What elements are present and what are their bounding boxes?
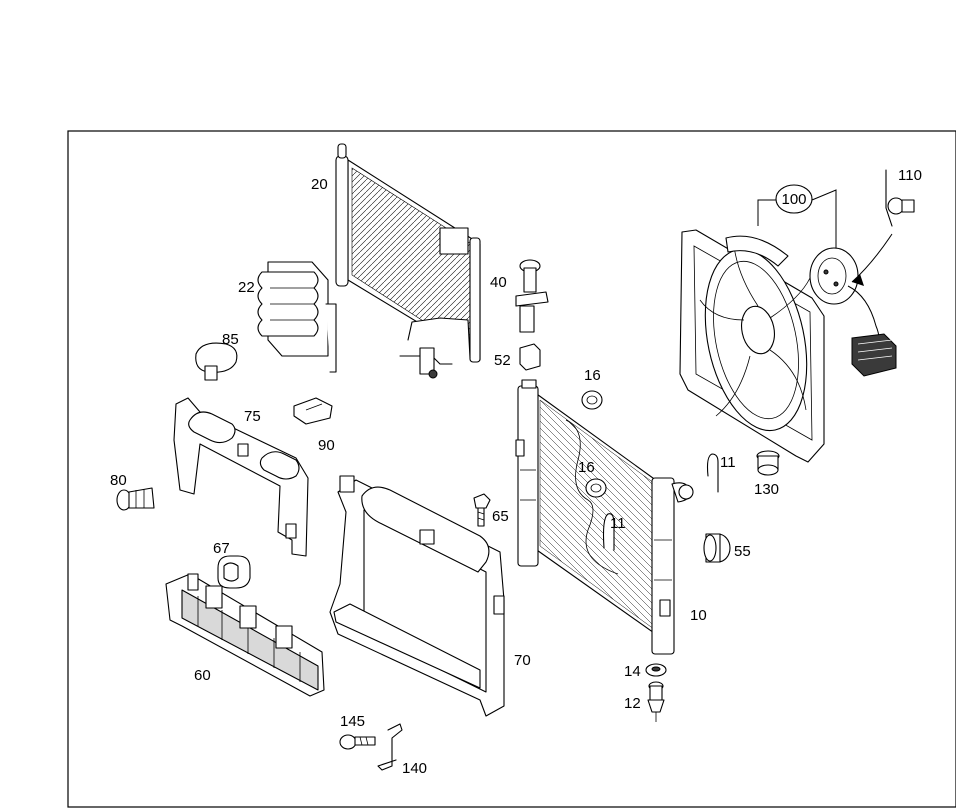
grommet-part-130[interactable] [756,450,780,476]
bolt-part-65[interactable] [473,493,491,527]
leader-100 [757,199,776,226]
clip-part-67[interactable] [217,555,251,589]
callout-140: 140 [402,760,427,777]
bracket-part-90[interactable] [293,397,333,425]
callout-130: 130 [754,481,779,498]
connector-part-52[interactable] [519,343,541,371]
grommet-part-16-a[interactable] [581,390,603,410]
callout-65: 65 [492,508,509,525]
condenser-part-20[interactable] [335,143,481,379]
callout-100-circle: 100 [775,184,813,214]
callout-16-b: 16 [578,459,595,476]
callout-11-a: 11 [610,515,626,532]
callout-80: 80 [110,472,127,489]
callout-10: 10 [690,607,707,624]
callout-12: 12 [624,695,641,712]
diagram-frame [67,130,956,808]
callout-52: 52 [494,352,511,369]
air-guide-part-75[interactable] [173,397,309,557]
clip-part-80[interactable] [116,487,155,511]
callout-14: 14 [624,663,641,680]
callout-85: 85 [222,331,239,348]
callout-145: 145 [340,713,365,730]
callout-16-a: 16 [584,367,601,384]
leader-100-b [811,189,837,248]
callout-55: 55 [734,543,751,560]
callout-11-b: 11 [720,454,736,471]
callout-90: 90 [318,437,335,454]
oil-cooler-part-22[interactable] [257,261,337,373]
callout-67: 67 [213,540,230,557]
callout-22: 22 [238,279,255,296]
callout-labels: 10 11 11 12 14 16 16 20 22 40 52 55 60 6… [110,167,922,777]
air-duct-part-60[interactable] [165,573,325,697]
radiator-frame-part-70[interactable] [329,475,505,717]
bolt-part-145[interactable] [339,734,376,750]
screw-part-110[interactable] [885,169,915,227]
bracket-part-140[interactable] [377,723,403,771]
washer-part-14[interactable] [645,663,667,677]
callout-75: 75 [244,408,261,425]
callout-100: 100 [781,191,806,208]
sensor-part-40[interactable] [515,259,549,333]
mount-part-55[interactable] [703,533,731,563]
spring-clip-part-11-b[interactable] [706,453,719,493]
drain-plug-part-12[interactable] [647,681,665,722]
callout-110: 110 [898,167,922,184]
callout-20: 20 [311,176,328,193]
callout-70: 70 [514,652,531,669]
fan-assembly-part-100[interactable] [679,229,897,463]
bracket-part-85[interactable] [195,342,238,381]
radiator-part-10[interactable] [515,379,694,655]
callout-40: 40 [490,274,507,291]
callout-60: 60 [194,667,211,684]
spring-clip-part-11-a[interactable] [602,513,615,551]
grommet-part-16-b[interactable] [585,478,607,498]
